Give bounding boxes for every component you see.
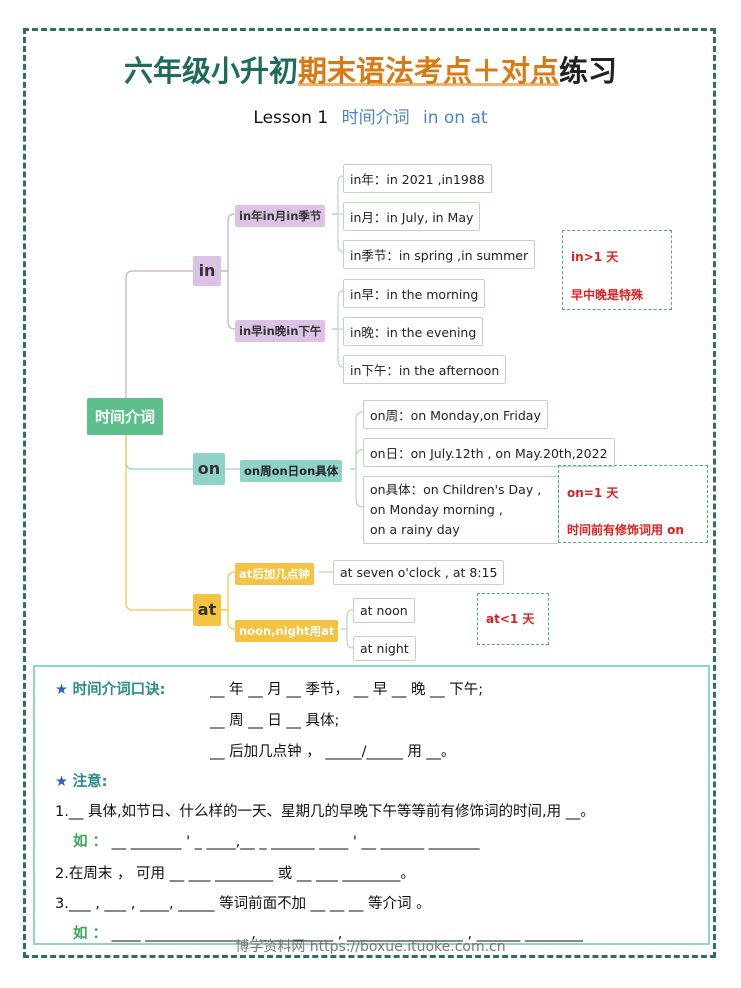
in-note-line1: in>1 天 — [571, 250, 619, 264]
page-frame — [23, 28, 716, 958]
rhyme-row-1: ★ 时间介词口诀: — [55, 678, 165, 699]
rhyme-line-1: __ 年 __ 月 __ 季节， __ 早 __ 晚 __ 下午; — [210, 682, 484, 698]
on-specific-line3: on a rainy day — [370, 522, 460, 537]
on-leaf-week: on周：on Monday,on Friday — [363, 400, 548, 429]
in-leaf-morning: in早：in the morning — [343, 279, 486, 308]
at-leaf-clock: at seven o'clock , at 8:15 — [333, 560, 505, 585]
at-group-noon-night: noon,night用at — [235, 620, 339, 642]
in-leaf-month: in月：in July, in May — [343, 202, 481, 231]
example-label: 如 ： — [73, 926, 108, 942]
in-leaf-season: in季节：in spring ,in summer — [343, 240, 536, 269]
example-blanks-2: ____ ______________ , __________ , _____… — [111, 926, 583, 942]
branch-in: in — [193, 256, 221, 286]
exercise-item-2: 2.在周末 ， 可用 __ ___ ________ 或 __ ___ ____… — [55, 866, 415, 882]
example-blanks-1: __ _______ ' _ ____,__ _ ______ ____ ' _… — [111, 834, 480, 850]
in-note-line2: 早中晚是特殊 — [571, 288, 644, 302]
lesson-topic: 时间介词 — [341, 108, 410, 128]
at-note: at<1 天 — [477, 593, 549, 645]
in-leaf-year: in年：in 2021 ,in1988 — [343, 164, 492, 193]
exercise-item-1: 1.__ 具体,如节日、什么样的一天、星期几的早晚下午等等前有修饰词的时间,用 … — [55, 804, 595, 820]
on-group: on周on日on具体 — [240, 460, 343, 482]
at-note-line1: at<1 天 — [486, 612, 535, 626]
at-leaf-night: at night — [353, 636, 416, 661]
on-note-line2: 时间前有修饰词用 on — [567, 523, 684, 537]
rhyme-line-3: __ 后加几点钟 ， _____/_____ 用 __。 — [210, 744, 456, 760]
on-note: on=1 天 时间前有修饰词用 on — [558, 465, 708, 543]
rhyme-label: 时间介词口诀: — [72, 682, 166, 698]
at-group-clock: at后加几点钟 — [235, 563, 314, 585]
on-note-line1: on=1 天 — [567, 486, 619, 500]
note-label: 注意: — [72, 774, 108, 790]
on-specific-line2: on Monday morning , — [370, 502, 503, 517]
rhyme-line-2: __ 周 __ 日 __ 具体; — [210, 713, 340, 729]
branch-on: on — [193, 453, 225, 485]
in-group-times-of-day: in早in晚in下午 — [235, 320, 326, 342]
exercise-item-3: 3.___ , ___ , ____, _____ 等词前面不加 __ __ _… — [55, 896, 431, 912]
star-icon: ★ — [55, 774, 68, 790]
in-leaf-evening: in晚：in the evening — [343, 317, 484, 346]
title-part1: 六年级小升初 — [123, 54, 298, 88]
on-leaf-date: on日：on July.12th , on May.20th,2022 — [363, 438, 615, 467]
example-row-1: 如 ： __ _______ ' _ ____,__ _ ______ ____… — [73, 830, 479, 851]
in-group-year-month-season: in年in月in季节 — [235, 205, 326, 227]
exercise-box — [33, 665, 710, 945]
branch-at: at — [193, 594, 221, 626]
watermark: 博学资料网 https://boxue.ituoke.com.cn — [235, 939, 506, 955]
page-title: 六年级小升初期末语法考点＋对点练习 — [0, 48, 741, 90]
in-note: in>1 天 早中晚是特殊 — [562, 230, 672, 310]
example-row-2: 如 ： ____ ______________ , __________ , _… — [73, 922, 583, 943]
at-leaf-noon: at noon — [353, 598, 415, 623]
on-leaf-specific: on具体：on Children's Day , on Monday morni… — [363, 476, 559, 544]
title-part3: 练习 — [559, 54, 618, 88]
in-leaf-afternoon: in下午：in the afternoon — [343, 355, 507, 384]
example-label: 如 ： — [73, 834, 108, 850]
subtitle: Lesson 1 时间介词 in on at — [0, 103, 741, 128]
lesson-label: Lesson 1 — [253, 108, 329, 128]
on-specific-line1: on具体：on Children's Day , — [370, 482, 542, 497]
star-icon: ★ — [55, 682, 68, 698]
root-node: 时间介词 — [87, 398, 164, 435]
title-part2: 期末语法考点＋对点 — [297, 54, 559, 88]
note-heading: ★ 注意: — [55, 770, 107, 791]
lesson-words: in on at — [422, 108, 488, 128]
